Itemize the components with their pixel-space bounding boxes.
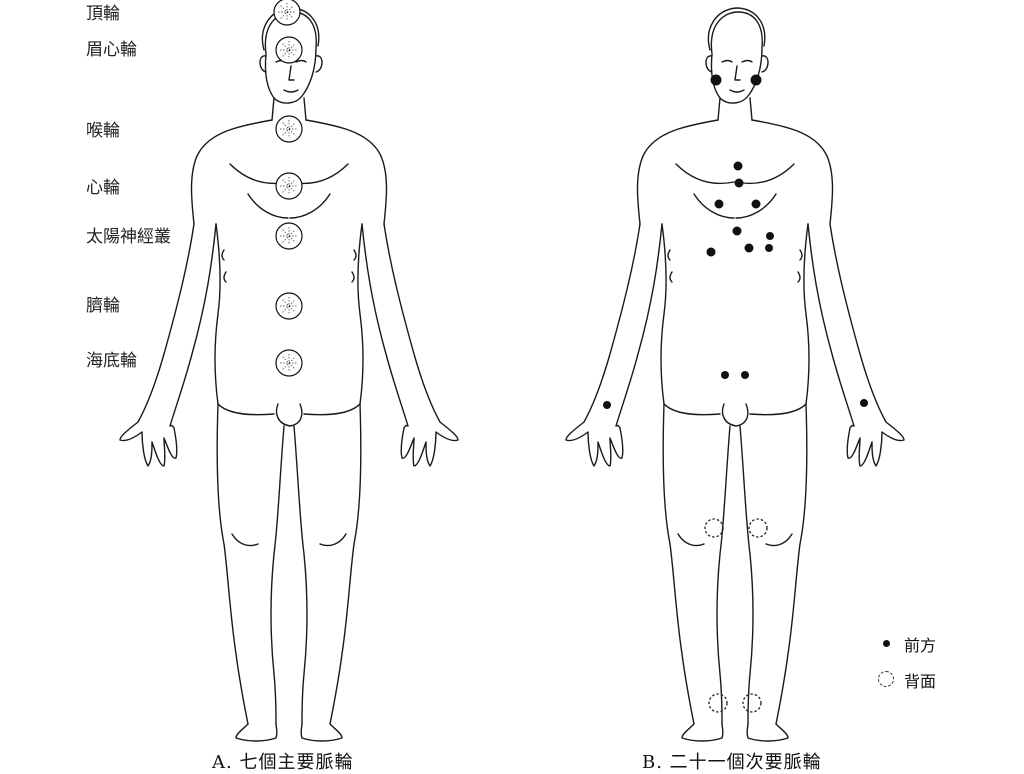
label-root-chakra: 海底輪	[86, 351, 137, 371]
heart-chakra-wheel	[275, 172, 303, 200]
back-circle	[742, 693, 762, 713]
legend-back-label: 背面	[904, 672, 937, 691]
back-circle	[704, 518, 724, 538]
figure-b-back-circles	[704, 518, 768, 713]
front-dot	[744, 243, 754, 253]
front-dot	[741, 371, 749, 379]
dashed-circle-icon	[876, 669, 898, 691]
front-dot	[603, 401, 611, 409]
label-crown-chakra: 頂輪	[86, 4, 120, 24]
caption-figure-a: A. 七個主要脈輪	[212, 752, 354, 773]
front-dot	[766, 232, 774, 240]
front-dot	[860, 399, 868, 407]
front-dot	[750, 74, 762, 86]
front-dot	[706, 247, 716, 257]
root-chakra-wheel	[275, 349, 303, 377]
label-heart-chakra: 心輪	[86, 178, 120, 198]
label-throat-chakra: 喉輪	[86, 121, 120, 141]
label-solar-plexus-chakra: 太陽神經叢	[86, 227, 171, 247]
figure-b-front-dots	[603, 74, 868, 409]
legend-front-label: 前方	[904, 636, 937, 655]
filled-dot-icon	[876, 633, 898, 655]
front-dot	[710, 74, 722, 86]
label-sacral-chakra: 臍輪	[86, 296, 120, 316]
label-third-eye-chakra: 眉心輪	[86, 40, 137, 60]
figure-b-body	[565, 7, 905, 742]
throat-chakra-wheel	[275, 115, 303, 143]
front-dot	[721, 371, 729, 379]
front-dot	[751, 199, 761, 209]
front-dot	[765, 244, 773, 252]
back-circle	[708, 693, 728, 713]
front-dot	[714, 199, 724, 209]
front-dot	[733, 161, 743, 171]
back-circle	[748, 518, 768, 538]
legend-front: 前方	[876, 632, 936, 656]
solar-plexus-chakra-wheel	[275, 222, 303, 250]
third-eye-chakra-wheel	[275, 36, 303, 64]
caption-figure-b: B. 二十一個次要脈輪	[642, 752, 822, 773]
figure-a-chakra-wheels	[273, 0, 303, 377]
front-dot	[732, 226, 742, 236]
legend-back: 背面	[876, 668, 936, 692]
front-dot	[734, 178, 744, 188]
crown-chakra-wheel	[273, 0, 301, 26]
sacral-chakra-wheel	[275, 292, 303, 320]
